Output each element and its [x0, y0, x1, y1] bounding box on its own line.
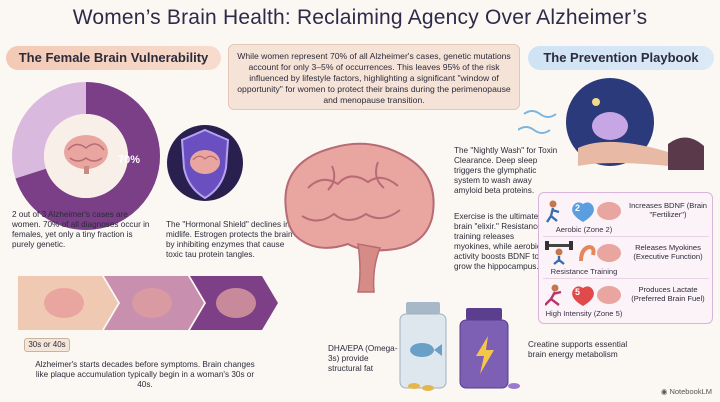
brain-icon — [597, 202, 621, 220]
zone-badge: 5 — [575, 287, 581, 297]
exercise-panel: 2 Aerobic (Zone 2) Increases BDNF (Brain… — [538, 192, 713, 324]
right-section-heading: The Prevention Playbook — [543, 50, 699, 65]
exercise-row: Resistance Training Releases Myokines (E… — [543, 239, 709, 279]
page-title: Women’s Brain Health: Reclaiming Agency … — [72, 6, 648, 29]
intro-text: While women represent 70% of all Alzheim… — [237, 51, 511, 105]
heart-icon — [572, 202, 594, 222]
timeline-caption: Alzheimer's starts decades before sympto… — [35, 360, 255, 389]
right-section-banner: The Prevention Playbook — [528, 46, 714, 70]
exercise-benefit: Increases BDNF (Brain "Fertilizer") — [628, 201, 708, 219]
brain-icon — [64, 135, 108, 174]
timeline-arrows — [18, 276, 278, 330]
exercise-benefit: Produces Lactate (Preferred Brain Fuel) — [631, 285, 705, 303]
timeline-age-label: 30s or 40s — [24, 338, 70, 352]
lightning-icon — [476, 336, 494, 374]
left-section-banner: The Female Brain Vulnerability — [6, 46, 221, 70]
donut-caption: 2 out of 3 Alzheimer's cases are women. … — [12, 210, 150, 249]
sleep-illustration — [518, 78, 704, 170]
exercise-caption: Exercise is the ultimate brain "elixir."… — [454, 212, 542, 271]
intro-box: While women represent 70% of all Alzheim… — [228, 44, 520, 110]
wave-icon — [518, 110, 557, 134]
brain-icon — [597, 244, 621, 262]
exercise-name: Aerobic (Zone 2) — [555, 225, 613, 234]
donut-share-arc — [12, 82, 160, 230]
shield-icon — [167, 125, 243, 201]
exercise-name: Resistance Training — [550, 267, 618, 276]
exercise-name: High Intensity (Zone 5) — [545, 309, 623, 318]
notebook-icon: ◉ — [660, 387, 670, 396]
sleep-caption: The "Nightly Wash" for Toxin Clearance. … — [454, 146, 558, 195]
fish-icon — [410, 343, 442, 357]
exercise-benefit: Releases Myokines (Executive Function) — [633, 243, 703, 261]
sprinter-icon — [545, 284, 621, 306]
creatine-caption: Creatine supports essential brain energy… — [528, 340, 628, 359]
heart-icon — [572, 286, 594, 306]
brand-label: ◉ NotebookLM — [660, 387, 712, 396]
brain-icon — [597, 286, 621, 304]
zone-badge: 2 — [575, 203, 581, 213]
runner-icon — [546, 200, 621, 223]
central-brain-icon — [284, 142, 435, 293]
muscle-icon — [579, 244, 596, 262]
exercise-row: 2 Aerobic (Zone 2) Increases BDNF (Brain… — [543, 197, 709, 237]
weightlifter-icon — [545, 241, 621, 265]
donut-value-label: 70% — [118, 154, 141, 166]
dha-caption: DHA/EPA (Omega-3s) provide structural fa… — [328, 344, 398, 373]
donut-chart — [12, 82, 160, 230]
shield-caption: The "Hormonal Shield" declines in midlif… — [166, 220, 293, 259]
brain-icon — [44, 288, 256, 318]
left-section-heading: The Female Brain Vulnerability — [18, 50, 209, 65]
exercise-row: 5 High Intensity (Zone 5) Produces Lacta… — [543, 281, 709, 321]
star-icon — [592, 98, 600, 106]
supplement-bottles — [399, 302, 520, 391]
